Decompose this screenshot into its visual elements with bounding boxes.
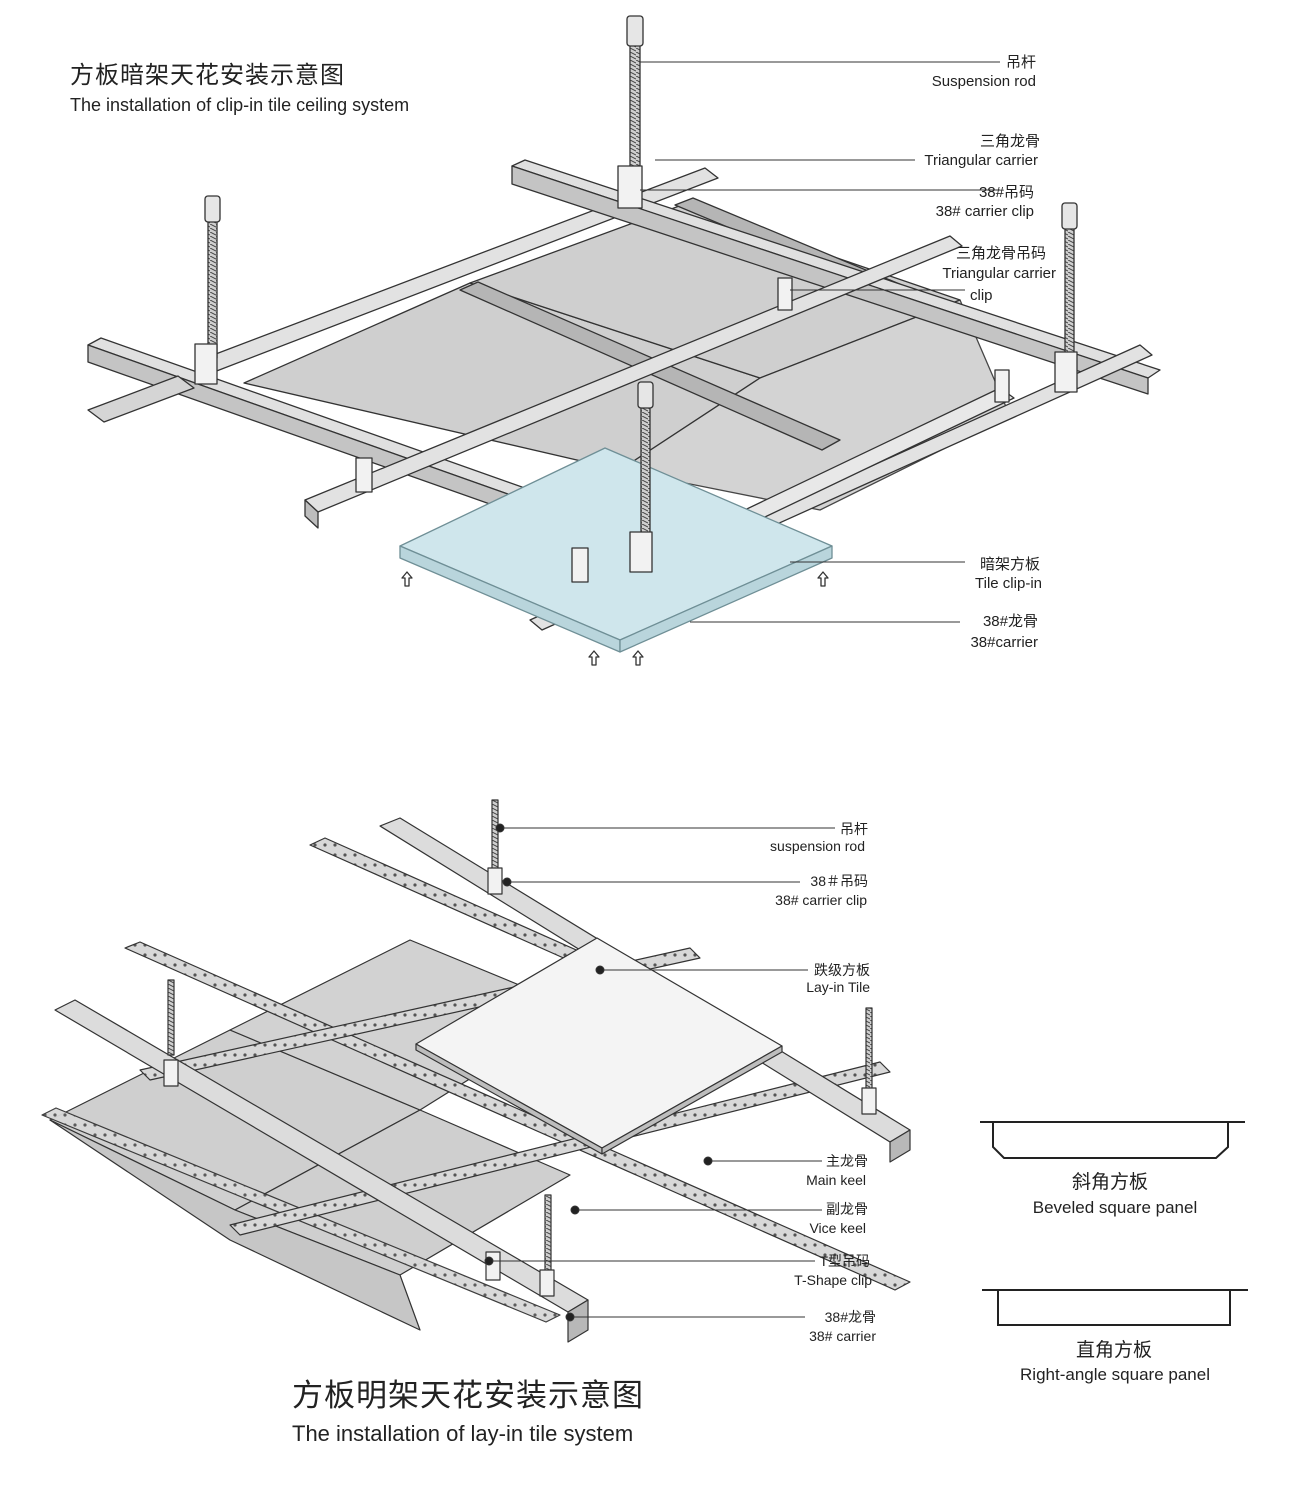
label-lay-carrier38-zh: 38#龙骨	[824, 1309, 876, 1325]
label-tile-clip-in-zh: 暗架方板	[979, 556, 1040, 573]
label-t-clip-en: T-Shape clip	[794, 1272, 872, 1288]
lay-in-drawing	[41, 799, 911, 1343]
label-main-keel-en: Main keel	[806, 1172, 866, 1188]
clip-in-title-zh: 方板暗架天花安装示意图	[70, 62, 345, 89]
label-tri-carrier-clip-en: Triangular carrier	[942, 265, 1056, 282]
label-tile-clip-in-en: Tile clip-in	[975, 575, 1042, 592]
label-lay-in-tile-en: Lay-in Tile	[806, 979, 870, 995]
label-main-keel-zh: 主龙骨	[826, 1153, 868, 1169]
label-tri-carrier-clip-en2: clip	[970, 287, 993, 304]
label-tri-carrier-clip-zh: 三角龙骨吊码	[955, 245, 1046, 262]
label-carrier38-zh: 38#龙骨	[982, 613, 1038, 630]
label-lay-suspension-rod-zh: 吊杆	[840, 821, 868, 837]
clip-in-drawing	[87, 15, 1161, 666]
label-lay-suspension-rod-en: suspension rod	[770, 838, 865, 854]
label-triangular-carrier-en: Triangular carrier	[924, 152, 1038, 169]
label-suspension-rod-zh: 吊杆	[1005, 54, 1036, 71]
clip-in-title-en: The installation of clip-in tile ceiling…	[70, 95, 410, 115]
lift-arrows	[401, 571, 829, 666]
label-t-clip-zh: T型吊码	[819, 1253, 870, 1269]
label-vice-keel-en: Vice keel	[809, 1220, 866, 1236]
lay-in-leaders	[484, 823, 835, 1322]
label-carrier-clip-zh: 38#吊码	[978, 184, 1034, 201]
right-angle-panel-en: Right-angle square panel	[1020, 1365, 1210, 1384]
beveled-panel-en: Beveled square panel	[1032, 1198, 1198, 1217]
main-keel	[124, 941, 911, 1291]
label-vice-keel-zh: 副龙骨	[826, 1201, 868, 1217]
label-triangular-carrier-zh: 三角龙骨	[979, 133, 1040, 150]
label-suspension-rod-en: Suspension rod	[931, 73, 1036, 90]
beveled-panel-zh: 斜角方板	[1071, 1172, 1148, 1193]
lay-in-title-en: The installation of lay-in tile system	[292, 1421, 634, 1446]
clip-in-leaders	[640, 61, 1000, 623]
beveled-profile	[980, 1121, 1245, 1159]
right-angle-profile	[982, 1289, 1248, 1326]
label-lay-carrier-clip-zh: 38＃吊码	[810, 873, 868, 889]
label-carrier38-en: 38#carrier	[970, 634, 1038, 651]
right-angle-panel-zh: 直角方板	[1075, 1340, 1152, 1361]
carrier-clips	[194, 165, 1078, 583]
label-lay-carrier-clip-en: 38# carrier clip	[775, 892, 867, 908]
label-carrier-clip-en: 38# carrier clip	[935, 203, 1034, 220]
label-lay-carrier38-en: 38# carrier	[809, 1328, 876, 1344]
label-lay-in-tile-zh: 跌级方板	[814, 962, 870, 978]
lay-in-title-zh: 方板明架天花安装示意图	[292, 1378, 644, 1413]
triangular-carrier	[87, 375, 195, 423]
